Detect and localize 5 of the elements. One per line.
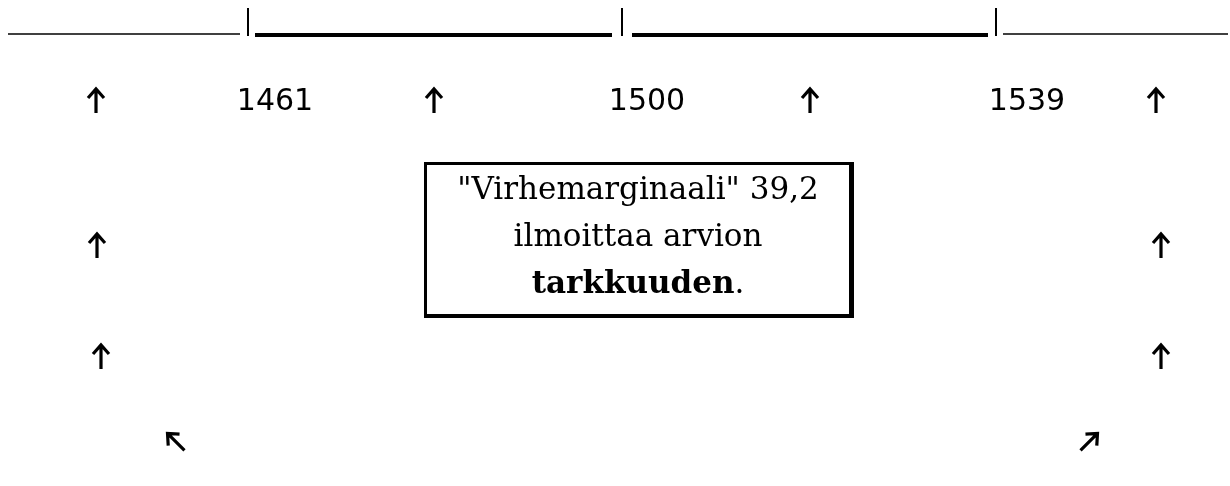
note-text: "Virhemarginaali" 39,2 ilmoittaa arvion tarkkuuden. [457, 170, 819, 300]
note-box [424, 162, 854, 318]
scale-value: 1539 [987, 82, 1067, 117]
scale-value: 1500 [607, 82, 687, 117]
scale-value: 1461 [235, 82, 315, 117]
